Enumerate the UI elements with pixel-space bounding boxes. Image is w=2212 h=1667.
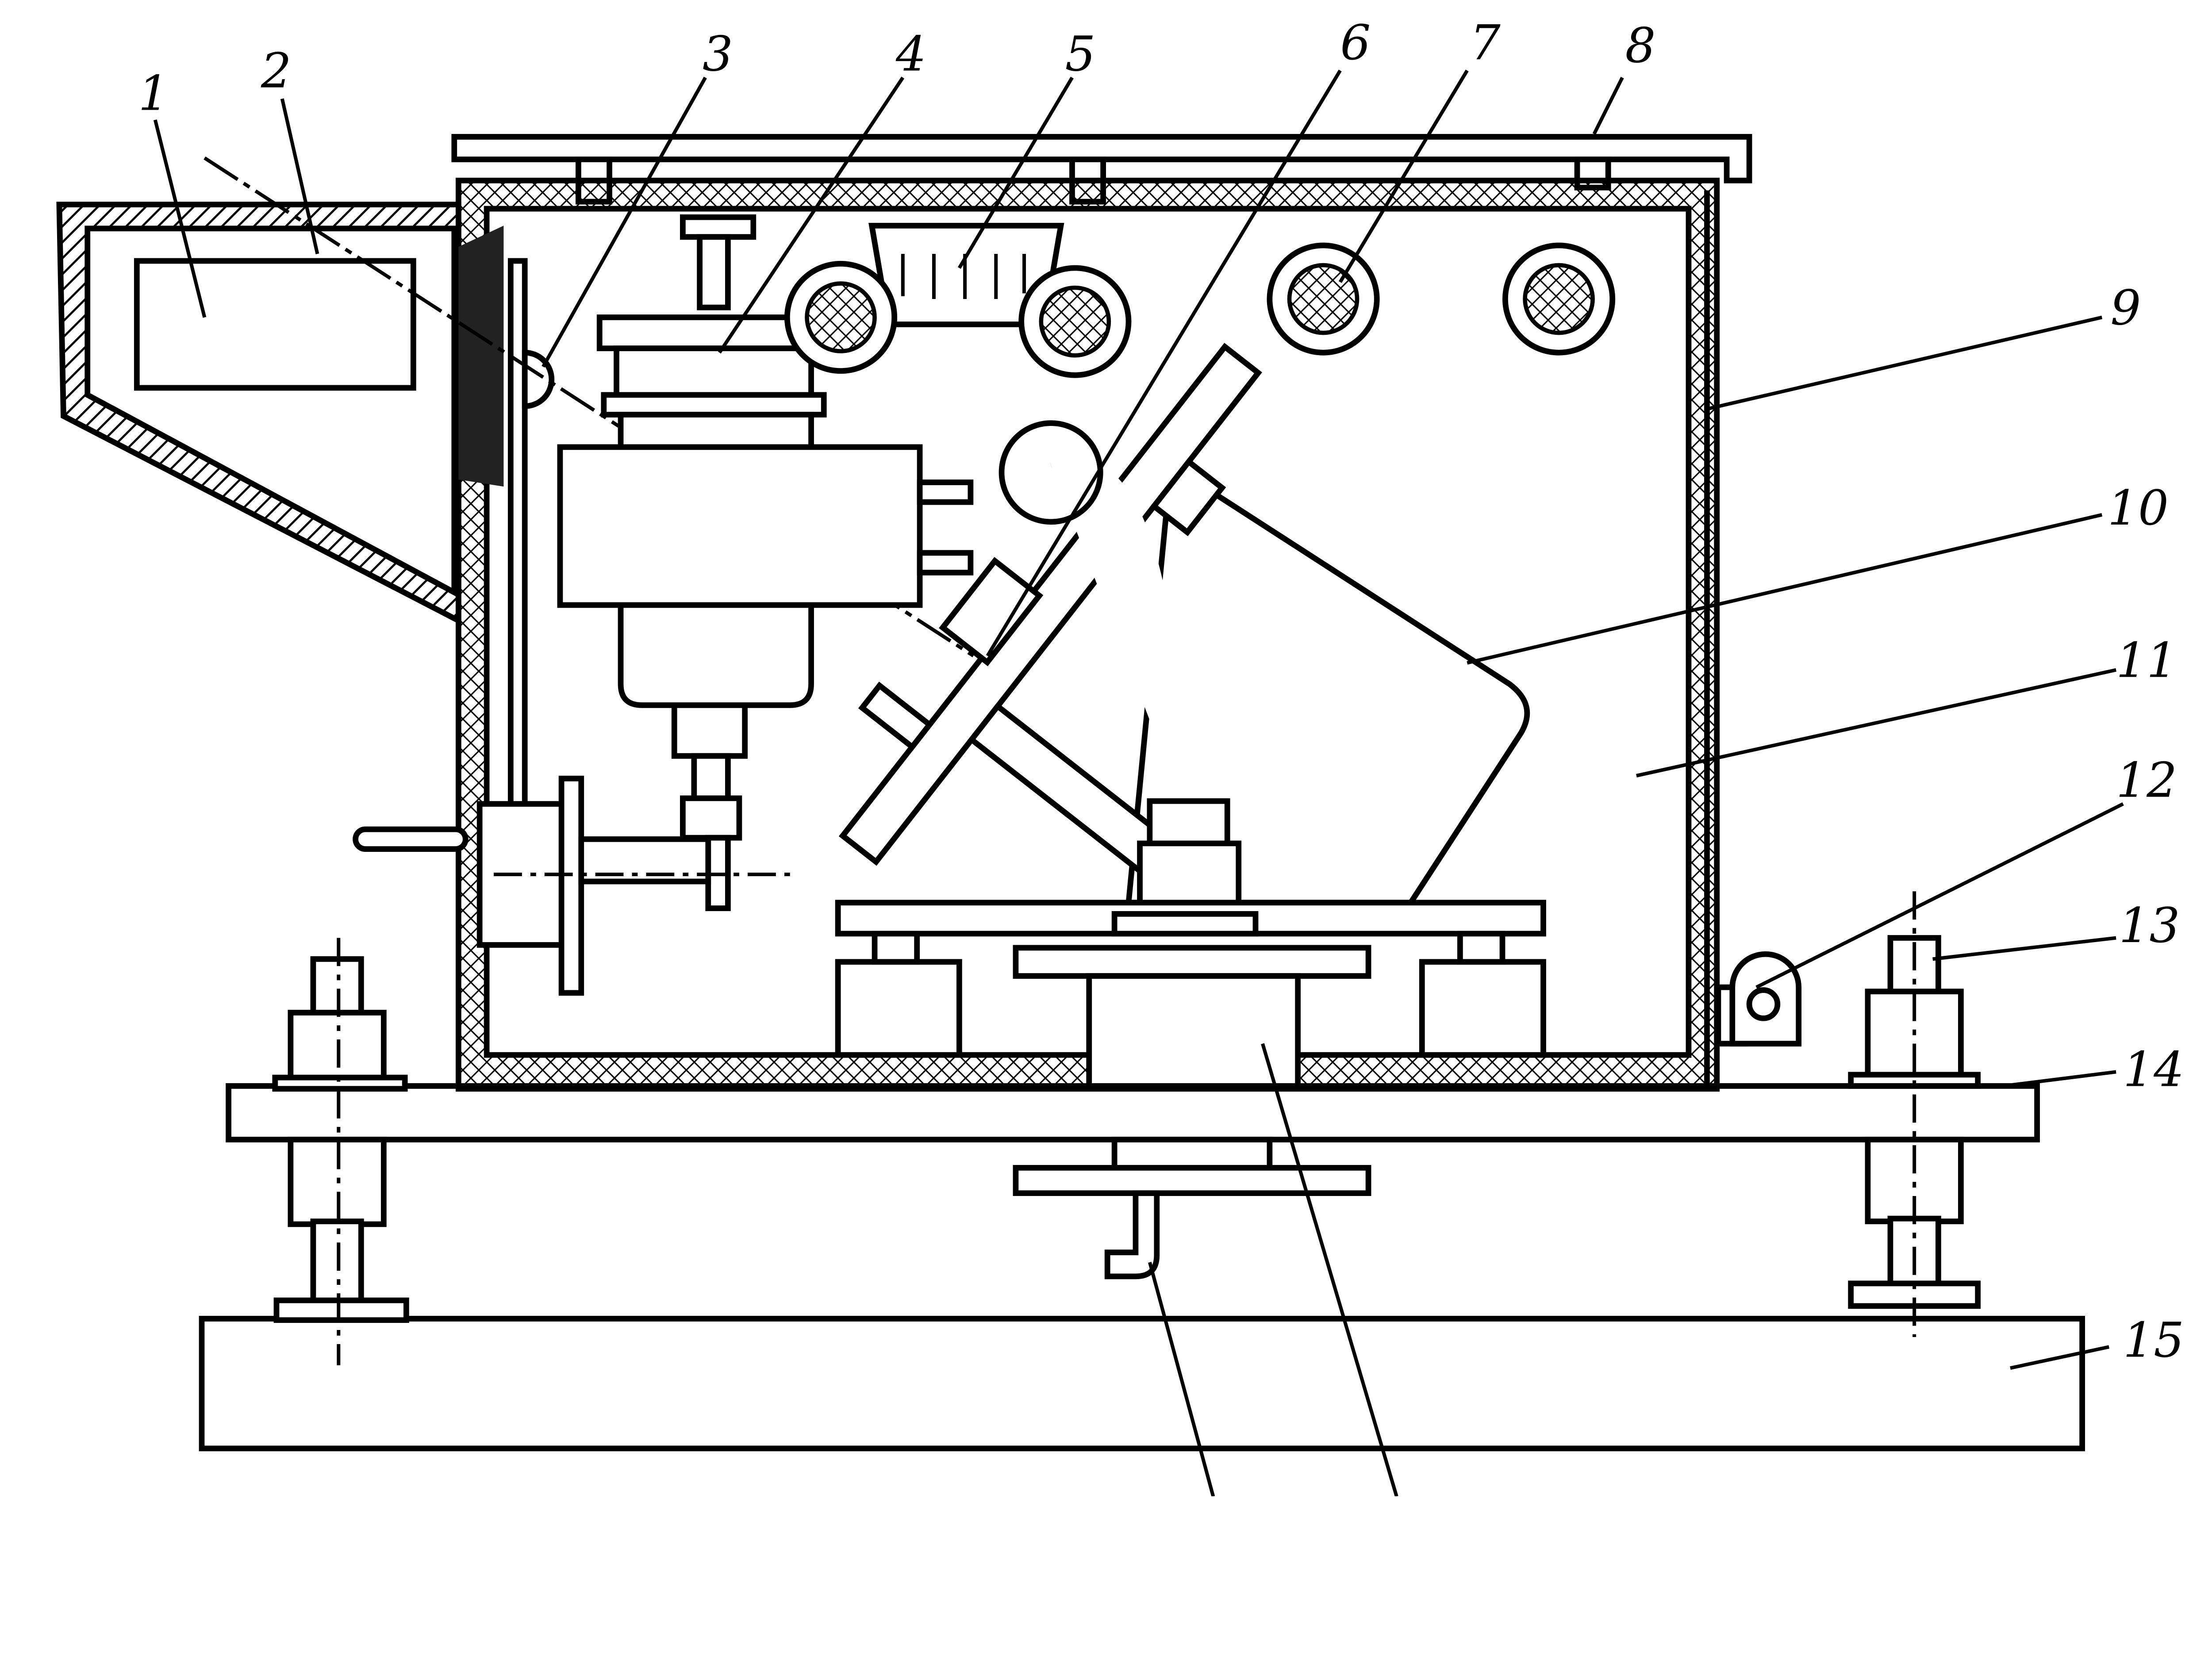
- leader-lines: [153, 69, 2124, 1497]
- label-4: 4: [895, 26, 926, 82]
- adjustment-knob: [353, 775, 790, 996]
- label-12: 12: [2116, 752, 2177, 809]
- hinge: [1715, 951, 1802, 1047]
- label-14: 14: [2123, 1041, 2184, 1097]
- label-5: 5: [1065, 26, 1096, 82]
- label-15: 15: [2123, 1312, 2184, 1368]
- left-leveling-bolt: [272, 938, 409, 1365]
- turntable: [835, 798, 1546, 1280]
- label-2: 2: [261, 43, 292, 99]
- label-7: 7: [1470, 15, 1501, 71]
- apparatus-diagram: 1 2 3 4 5 6 7 8 9 10 11 12 13 14 15: [56, 15, 2185, 1497]
- tilted-arm: [838, 343, 1262, 891]
- part-labels: 1 2 3 4 5 6 7 8 9 10 11 12 13 14 15: [138, 15, 2185, 1368]
- label-9: 9: [2110, 280, 2141, 336]
- mirror: [458, 226, 504, 487]
- mounting-plate: [226, 1083, 2040, 1142]
- base-plate: [199, 1316, 2085, 1452]
- indicator-window: [134, 258, 416, 391]
- vent-holes: [784, 242, 1616, 378]
- label-11: 11: [2116, 632, 2177, 689]
- label-10: 10: [2108, 480, 2169, 536]
- right-leveling-bolt: [1848, 891, 1981, 1337]
- tilted-body: [1125, 460, 1530, 906]
- label-6: 6: [1340, 15, 1371, 71]
- label-13: 13: [2119, 897, 2180, 954]
- light-source: [557, 214, 974, 911]
- label-1: 1: [138, 65, 169, 122]
- label-8: 8: [1625, 17, 1655, 73]
- label-3: 3: [703, 26, 733, 82]
